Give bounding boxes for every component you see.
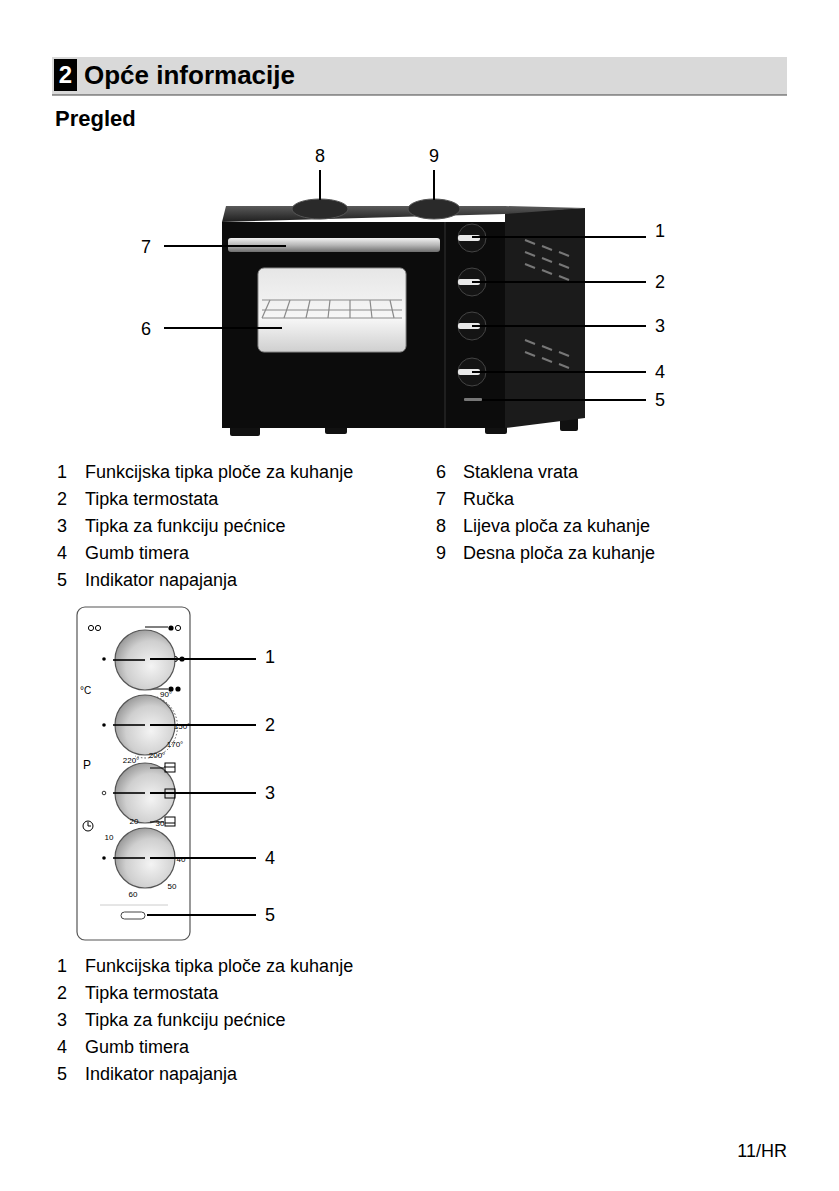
callout-number: 6 xyxy=(141,319,151,340)
list-number: 3 xyxy=(57,1010,67,1031)
callout-number: 3 xyxy=(265,783,275,804)
list-text: Lijeva ploča za kuhanje xyxy=(463,516,650,537)
list-number: 2 xyxy=(57,489,67,510)
callout-number: 9 xyxy=(429,146,439,167)
list-number: 4 xyxy=(57,543,67,564)
control-panel xyxy=(77,607,190,940)
dial-label: P xyxy=(83,759,91,773)
leader-lines xyxy=(147,659,256,915)
list-text: Gumb timera xyxy=(85,543,189,564)
callout-number: 1 xyxy=(655,221,665,242)
header-band xyxy=(52,57,787,95)
callout-number: 5 xyxy=(265,905,275,926)
list-text: Tipka termostata xyxy=(85,983,218,1004)
callout-number: 4 xyxy=(655,362,665,383)
list-text: Tipka termostata xyxy=(85,489,218,510)
list-number: 1 xyxy=(57,462,67,483)
dial-label: 200° xyxy=(149,751,166,760)
list-number: 3 xyxy=(57,516,67,537)
list-number: 6 xyxy=(436,462,446,483)
callout-number: 2 xyxy=(265,715,275,736)
list-text: Indikator napajanja xyxy=(85,570,237,591)
list-text: Gumb timera xyxy=(85,1037,189,1058)
dial-label: 30 xyxy=(156,819,165,828)
leader-lines xyxy=(164,170,646,400)
list-text: Ručka xyxy=(463,489,514,510)
callout-number: 2 xyxy=(655,272,665,293)
callout-number: 5 xyxy=(655,390,665,411)
list-text: Indikator napajanja xyxy=(85,1064,237,1085)
section-title: Opće informacije xyxy=(84,61,295,91)
list-number: 1 xyxy=(57,956,67,977)
dial-label: 10 xyxy=(105,833,114,842)
list-number: 8 xyxy=(436,516,446,537)
dial-label: 150° xyxy=(174,722,191,731)
callout-number: 3 xyxy=(655,316,665,337)
list-text: Tipka za funkciju pećnice xyxy=(85,516,285,537)
dial-label: 50 xyxy=(168,882,177,891)
callout-number: 7 xyxy=(141,237,151,258)
callout-number: 4 xyxy=(265,848,275,869)
list-number: 5 xyxy=(57,1064,67,1085)
callout-number: 1 xyxy=(265,647,275,668)
dial-label: 90° xyxy=(160,690,172,699)
dial-label: 220° xyxy=(123,756,140,765)
list-number: 5 xyxy=(57,570,67,591)
list-text: Tipka za funkciju pećnice xyxy=(85,1010,285,1031)
list-text: Funkcijska tipka ploče za kuhanje xyxy=(85,956,353,977)
list-number: 9 xyxy=(436,543,446,564)
list-text: Funkcijska tipka ploče za kuhanje xyxy=(85,462,353,483)
list-text: Staklena vrata xyxy=(463,462,578,483)
list-number: 2 xyxy=(57,983,67,1004)
dial-label: 170° xyxy=(167,740,184,749)
list-number: 4 xyxy=(57,1037,67,1058)
callout-number: 8 xyxy=(315,146,325,167)
section-number-box: 2 xyxy=(54,59,77,91)
dial-label: 60 xyxy=(129,890,138,899)
dial-label: 40 xyxy=(177,855,186,864)
list-text: Desna ploča za kuhanje xyxy=(463,543,655,564)
subheading: Pregled xyxy=(55,106,136,131)
dial-label: °C xyxy=(80,685,91,697)
page-number: 11/HR xyxy=(737,1141,787,1162)
dial-label: 20 xyxy=(130,817,139,826)
section-number: 2 xyxy=(59,63,72,87)
list-number: 7 xyxy=(436,489,446,510)
